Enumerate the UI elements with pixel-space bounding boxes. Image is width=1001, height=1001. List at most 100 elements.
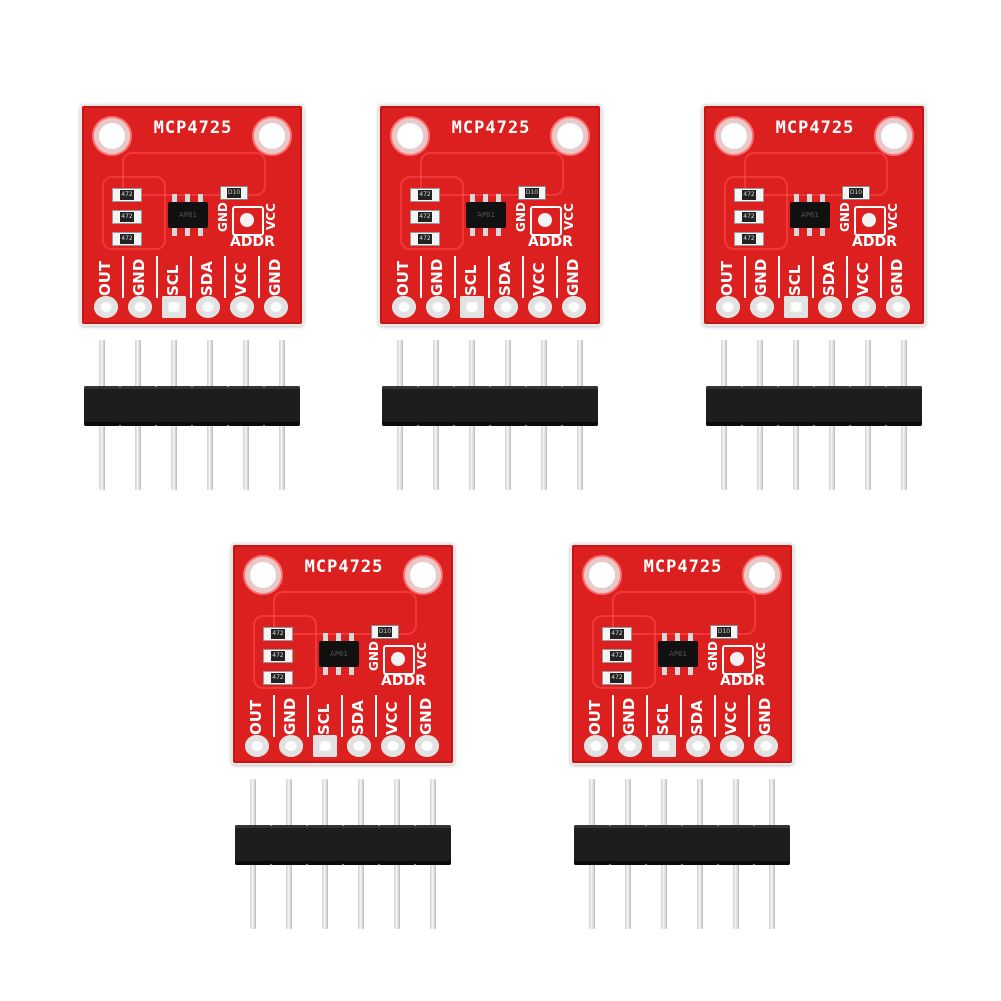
chip-leg <box>496 228 501 236</box>
silkscreen-divider <box>122 256 124 298</box>
header-spacer <box>307 825 343 865</box>
address-jumper <box>232 206 264 236</box>
pin-label: OUT <box>247 699 265 735</box>
silkscreen-divider <box>880 256 882 298</box>
silkscreen-divider <box>454 256 456 298</box>
chip-leg <box>820 194 825 202</box>
mounting-hole <box>582 555 622 595</box>
silkscreen-divider <box>522 256 524 298</box>
through-hole-pad <box>720 735 744 757</box>
pin-label: GND <box>281 697 299 735</box>
chip-leg <box>185 228 190 236</box>
vcc-small-label: VCC <box>264 203 278 230</box>
smd-component: D10 <box>842 186 870 200</box>
resistor-marking: 472 <box>418 234 432 244</box>
jumper-pad <box>391 652 405 666</box>
gnd-small-label: GND <box>514 202 528 232</box>
through-hole-pad <box>313 735 337 757</box>
pin-label: OUT <box>394 260 412 296</box>
silkscreen-divider <box>258 256 260 298</box>
through-hole-pad <box>381 735 405 757</box>
component-marking: D10 <box>378 627 392 637</box>
jumper-pad <box>240 213 254 227</box>
mounting-hole <box>243 555 283 595</box>
jumper-pad <box>730 652 744 666</box>
jumper-pad <box>862 213 876 227</box>
chip-leg <box>496 194 501 202</box>
vcc-small-label: VCC <box>562 203 576 230</box>
pin-label: VCC <box>383 701 401 735</box>
resistor-marking: 472 <box>271 651 285 661</box>
address-jumper <box>854 206 886 236</box>
resistor: 472 <box>734 188 764 202</box>
silkscreen-divider <box>778 256 780 298</box>
resistor-marking: 472 <box>271 673 285 683</box>
pin-pads <box>582 735 786 757</box>
through-hole-pad <box>754 735 778 757</box>
chip-marking: AP61 <box>669 650 687 658</box>
component-marking: D10 <box>525 188 539 198</box>
through-hole-pad <box>716 296 740 318</box>
resistor: 472 <box>112 232 142 246</box>
copper-trace <box>612 591 756 635</box>
chip-leg <box>807 194 812 202</box>
gnd-small-label: GND <box>367 641 381 671</box>
through-hole-pad <box>686 735 710 757</box>
chip-leg <box>185 194 190 202</box>
header-spacer <box>192 386 228 426</box>
address-jumper <box>530 206 562 236</box>
header-spacer <box>264 386 300 426</box>
pin-label: SDA <box>688 700 706 735</box>
through-hole-pad <box>528 296 552 318</box>
pin-label: GND <box>752 258 770 296</box>
mounting-hole <box>550 116 590 156</box>
resistor-marking: 472 <box>271 629 285 639</box>
resistor-marking: 472 <box>742 212 756 222</box>
header-spacer <box>610 825 646 865</box>
resistor-marking: 472 <box>120 190 134 200</box>
header-spacer <box>271 825 307 865</box>
pin-label: GND <box>756 697 774 735</box>
through-hole-pad <box>279 735 303 757</box>
resistor: 472 <box>112 210 142 224</box>
header-spacer <box>646 825 682 865</box>
chip-marking: AP61 <box>179 211 197 219</box>
header-spacer <box>84 386 120 426</box>
pin-label: GND <box>428 258 446 296</box>
header-spacer <box>382 386 418 426</box>
pin-label: SCL <box>462 264 480 296</box>
header-spacer <box>742 386 778 426</box>
chip-leg <box>794 228 799 236</box>
chip-leg <box>483 228 488 236</box>
chip-leg <box>172 228 177 236</box>
address-jumper <box>383 645 415 675</box>
dac-chip: AP61 <box>790 194 830 236</box>
header-spacer <box>814 386 850 426</box>
chip-leg <box>336 667 341 675</box>
pin-label: SCL <box>315 703 333 735</box>
through-hole-pad <box>584 735 608 757</box>
resistor-marking: 472 <box>418 212 432 222</box>
resistor: 472 <box>734 210 764 224</box>
resistor-marking: 472 <box>120 212 134 222</box>
chip-leg <box>198 228 203 236</box>
addr-label: ADDR <box>852 234 897 250</box>
addr-label: ADDR <box>528 234 573 250</box>
chip-leg <box>675 667 680 675</box>
dac-chip: AP61 <box>466 194 506 236</box>
header-spacer <box>343 825 379 865</box>
chip-leg <box>349 667 354 675</box>
pin-header <box>570 779 790 934</box>
silkscreen-divider <box>646 695 648 737</box>
component-marking: D10 <box>849 188 863 198</box>
vcc-small-label: VCC <box>886 203 900 230</box>
header-spacer <box>682 825 718 865</box>
through-hole-pad <box>230 296 254 318</box>
chip-leg <box>688 633 693 641</box>
pin-label: GND <box>888 258 906 296</box>
through-hole-pad <box>94 296 118 318</box>
silkscreen-divider <box>846 256 848 298</box>
resistor-marking: 472 <box>610 629 624 639</box>
chip-leg <box>662 667 667 675</box>
